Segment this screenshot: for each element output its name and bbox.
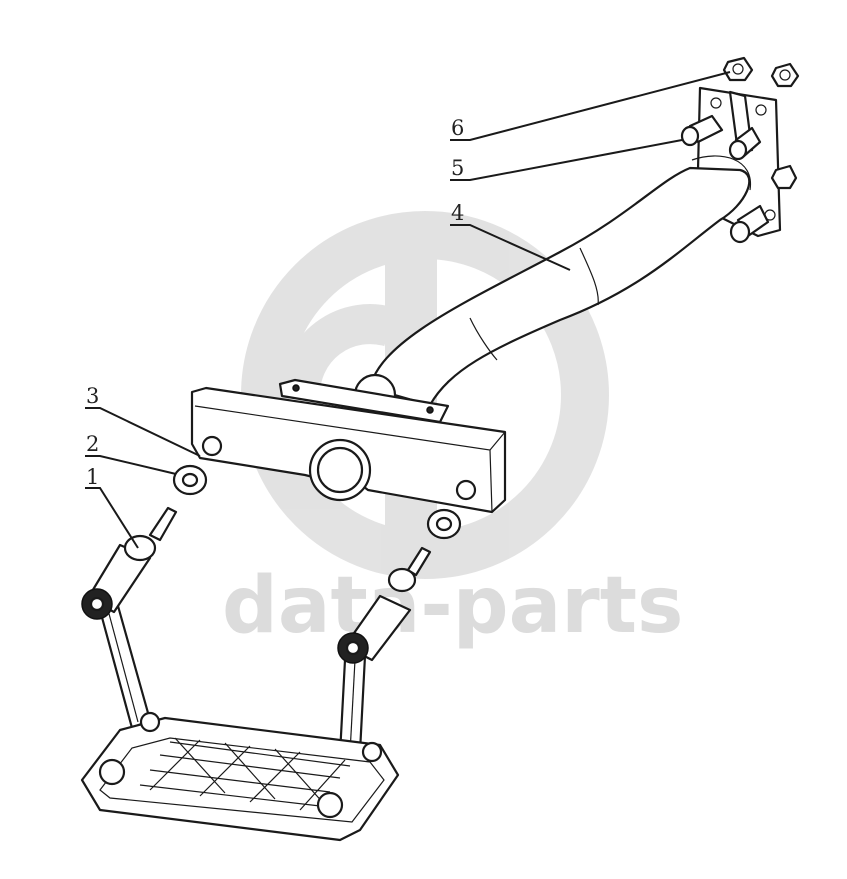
washer-left bbox=[172, 464, 208, 496]
mounting-bracket bbox=[190, 378, 507, 514]
callout-2: 2 bbox=[86, 432, 99, 456]
bolt-bottom bbox=[729, 204, 770, 244]
callout-1: 1 bbox=[86, 465, 99, 489]
nut-upper-left bbox=[722, 56, 754, 82]
bolt-mid bbox=[728, 126, 762, 161]
watermark-text: data-parts bbox=[222, 561, 683, 651]
nut-right bbox=[770, 164, 798, 190]
leader-lines bbox=[85, 71, 731, 549]
callout-6: 6 bbox=[451, 116, 464, 140]
callout-5: 5 bbox=[451, 156, 464, 180]
bolt-top bbox=[680, 114, 724, 147]
nut-upper-right bbox=[770, 62, 800, 88]
washer-right bbox=[426, 508, 462, 540]
step-assembly bbox=[80, 506, 432, 842]
callout-3: 3 bbox=[86, 384, 99, 408]
tread-pattern bbox=[139, 737, 351, 811]
callout-4: 4 bbox=[451, 201, 464, 225]
